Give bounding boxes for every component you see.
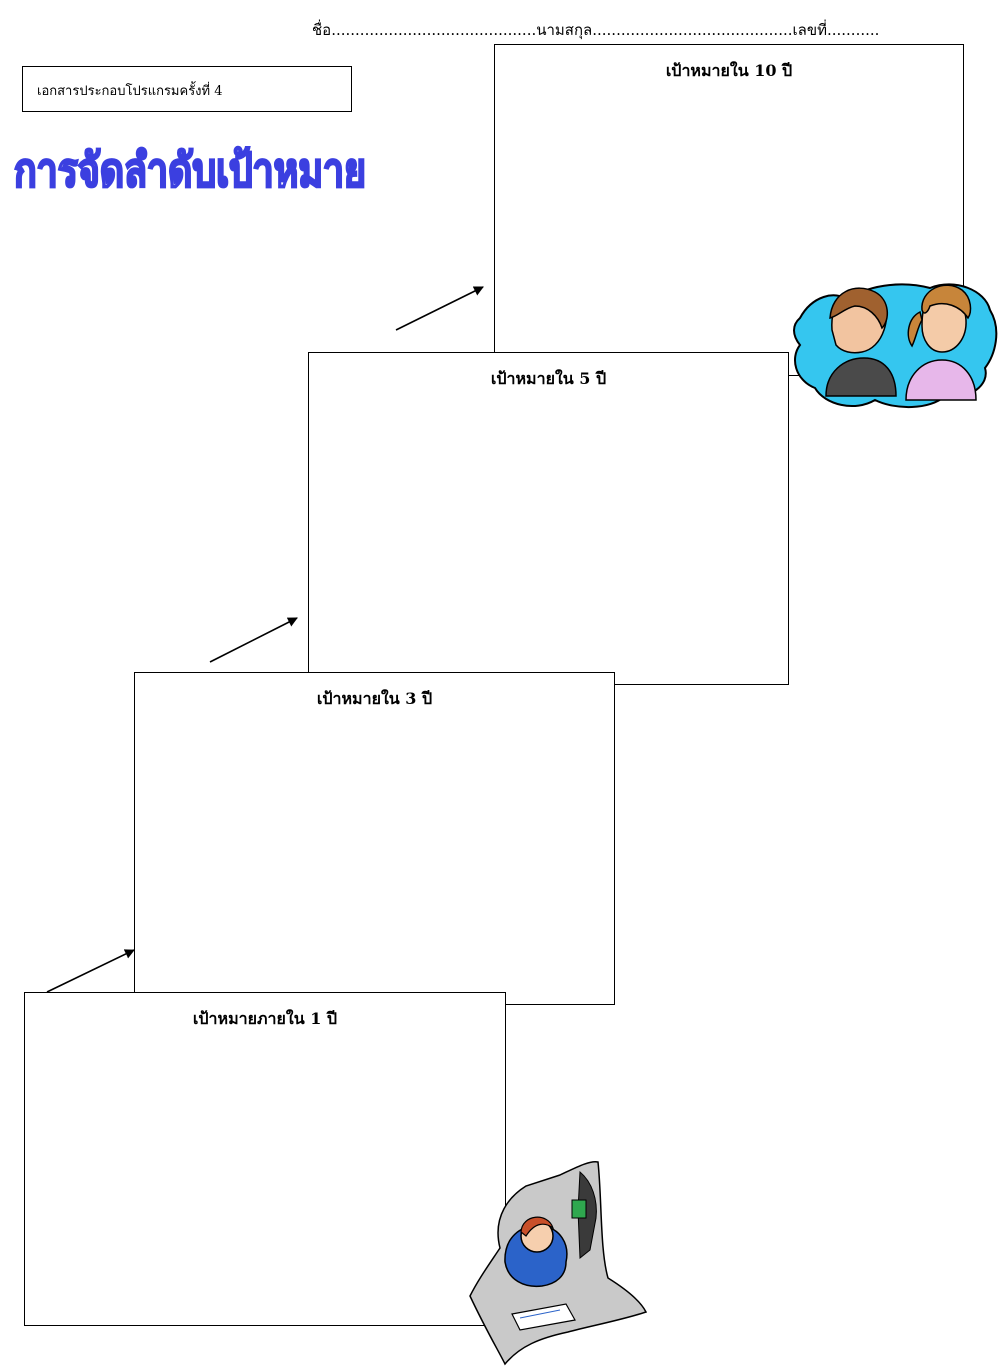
arrow-3-to-5 [209, 617, 298, 663]
document-label: เอกสารประกอบโปรแกรมครั้งที่ 4 [37, 84, 223, 99]
surname-dots: ........................................… [592, 21, 793, 39]
goal-title-5-years: เป้าหมายใน 5 ปี [490, 369, 607, 388]
student-info-line: ชื่อ....................................… [312, 18, 879, 42]
title-text: การจัดลำดับเป้าหมาย [14, 143, 366, 197]
surname-label: นามสกุล [536, 21, 593, 39]
worksheet-title: การจัดลำดับเป้าหมาย [13, 142, 367, 198]
studying-student-clipart [469, 1160, 648, 1366]
arrow-1-to-3 [46, 949, 135, 993]
couple-clipart [793, 283, 998, 409]
goal-box-3-years: เป้าหมายใน 3 ปี [134, 672, 615, 1005]
name-label: ชื่อ [312, 21, 332, 39]
number-dots: ........... [826, 21, 880, 39]
goal-title-10-years: เป้าหมายใน 10 ปี [665, 61, 793, 80]
document-label-box: เอกสารประกอบโปรแกรมครั้งที่ 4 [22, 66, 352, 112]
goal-box-1-year: เป้าหมายภายใน 1 ปี [24, 992, 506, 1326]
goal-title-1-year: เป้าหมายภายใน 1 ปี [192, 1009, 338, 1028]
goal-title-3-years: เป้าหมายใน 3 ปี [316, 689, 433, 708]
number-label: เลขที่ [792, 21, 827, 39]
arrow-5-to-10 [395, 286, 484, 331]
name-dots: ........................................… [331, 21, 537, 39]
